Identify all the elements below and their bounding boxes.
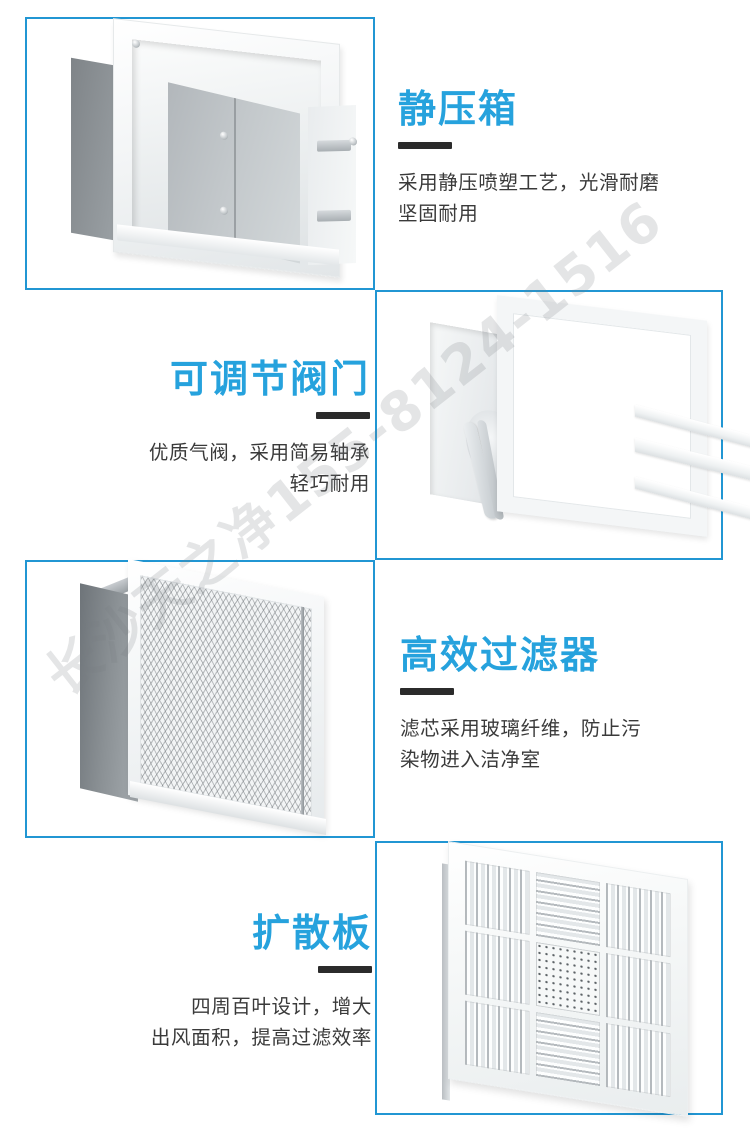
plenum-opening: [132, 39, 357, 266]
cell-frame-hepa-filter: [25, 560, 375, 838]
hepa-mesh-face: [140, 575, 312, 817]
diffuser-louver-top-right: [606, 883, 671, 958]
section-description-plenum-box: 采用静压喷塑工艺，光滑耐磨 坚固耐用: [398, 167, 728, 230]
section-title-plenum-box: 静压箱: [398, 87, 519, 131]
plenum-seam: [234, 97, 236, 249]
diffuser-louver-top-left: [465, 860, 530, 935]
plenum-right-wall: [308, 104, 356, 266]
diffuser-face-plate: [448, 840, 688, 1118]
title-underline-hepa-filter: [400, 687, 454, 695]
section-description-diffuser-plate: 四周百叶设计，增大 出风面积，提高过滤效率: [52, 991, 372, 1054]
hepa-center-bar: [301, 606, 304, 816]
section-title-hepa-filter: 高效过滤器: [400, 633, 601, 677]
diffuser-louver-mid-left: [465, 930, 530, 1005]
diffuser-perforated-center: [535, 941, 601, 1017]
diffuser-louver-top-center: [535, 871, 601, 947]
plenum-latch-lower: [317, 209, 351, 222]
plenum-screw-2: [220, 206, 228, 216]
description-line: 出风面积，提高过滤效率: [150, 1026, 372, 1050]
diffuser-plate-photo: [430, 840, 712, 1118]
description-line: 滤芯采用玻璃纤维，防止污: [400, 716, 642, 740]
diffuser-louver-bottom-right: [606, 1023, 671, 1098]
cell-frame-adjustable-valve: [375, 290, 723, 560]
section-description-hepa-filter: 滤芯采用玻璃纤维，防止污 染物进入洁净室: [400, 713, 730, 776]
adjustable-valve-photo: [402, 295, 750, 552]
diffuser-louver-mid-right: [606, 953, 671, 1028]
plenum-screw-1: [220, 131, 228, 141]
description-line: 坚固耐用: [398, 202, 479, 226]
title-underline-diffuser-plate: [318, 965, 372, 973]
cell-frame-plenum-box: [25, 17, 375, 290]
title-underline-plenum-box: [398, 141, 452, 149]
section-description-adjustable-valve: 优质气阀，采用简易轴承 轻巧耐用: [48, 437, 370, 500]
description-line: 优质气阀，采用简易轴承: [148, 440, 370, 464]
cell-frame-diffuser-plate: [375, 841, 723, 1115]
description-line: 轻巧耐用: [289, 472, 370, 496]
text-block-plenum-box: 静压箱 采用静压喷塑工艺，光滑耐磨 坚固耐用: [398, 88, 728, 230]
plenum-screw-3: [349, 136, 357, 146]
section-title-adjustable-valve: 可调节阀门: [169, 357, 370, 401]
text-block-hepa-filter: 高效过滤器 滤芯采用玻璃纤维，防止污 染物进入洁净室: [400, 634, 730, 776]
description-line: 染物进入洁净室: [400, 748, 541, 772]
description-line: 四周百叶设计，增大: [191, 994, 372, 1018]
section-title-diffuser-plate: 扩散板: [251, 911, 372, 955]
text-block-adjustable-valve: 可调节阀门 优质气阀，采用简易轴承 轻巧耐用: [48, 358, 370, 500]
valve-blade-3: [635, 476, 750, 525]
valve-outer-frame: [497, 295, 750, 537]
plenum-latch-upper: [317, 139, 351, 152]
diffuser-louver-bottom-center: [535, 1011, 601, 1087]
diffuser-louver-bottom-left: [465, 1000, 530, 1075]
description-line: 采用静压喷塑工艺，光滑耐磨: [398, 170, 660, 194]
title-underline-adjustable-valve: [316, 411, 370, 419]
text-block-diffuser-plate: 扩散板 四周百叶设计，增大 出风面积，提高过滤效率: [52, 912, 372, 1054]
plenum-screw-4: [132, 39, 140, 49]
plenum-box-photo: [55, 18, 357, 280]
hepa-filter-photo: [72, 558, 362, 836]
valve-blade-2: [635, 437, 750, 486]
